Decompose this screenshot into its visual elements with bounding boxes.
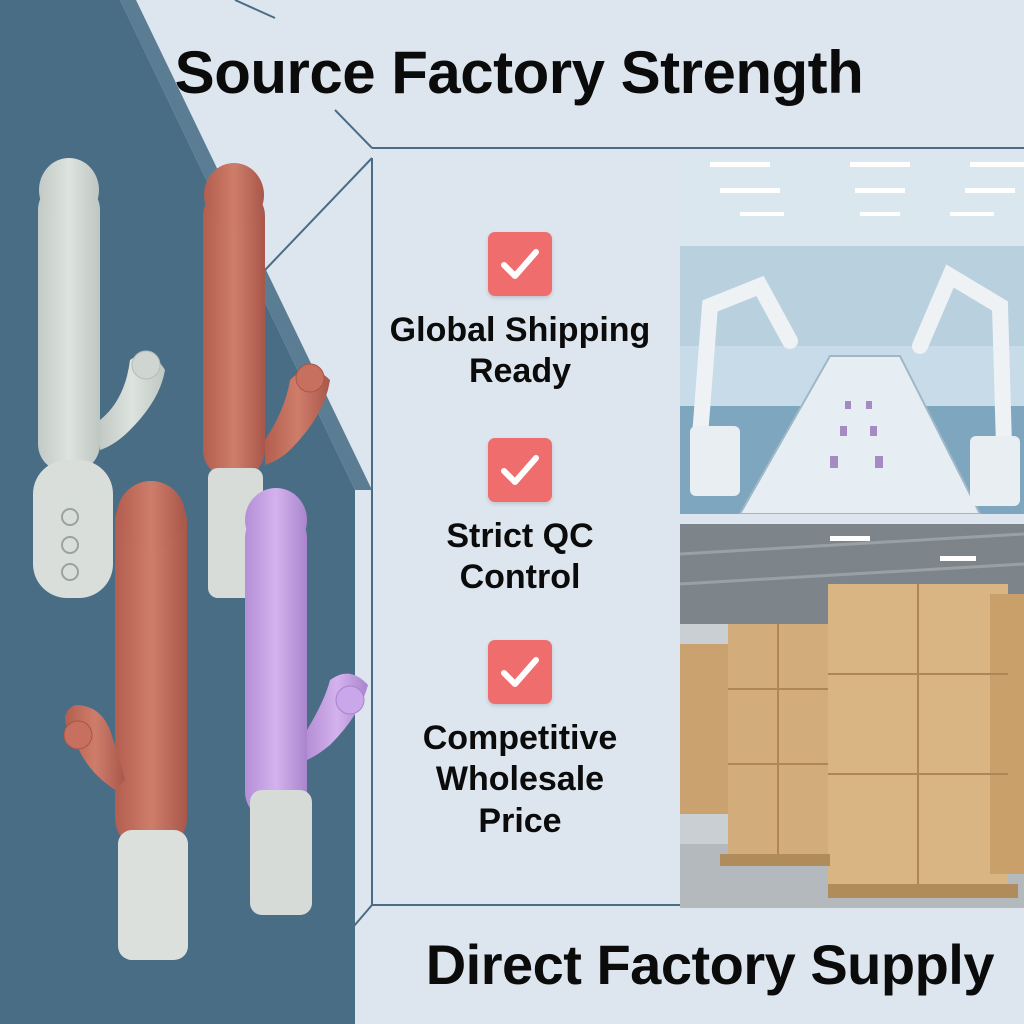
- checkmark-icon: [488, 438, 552, 502]
- product-terracotta-upper: [203, 163, 330, 598]
- headline-bottom: Direct Factory Supply: [425, 933, 995, 996]
- product-gray: [33, 158, 165, 598]
- product-terracotta-lower: [63, 481, 188, 960]
- checkmark-icon: [488, 232, 552, 296]
- robotic-assembly-line-photo: [680, 156, 1024, 514]
- warehouse-boxes-photo: [680, 524, 1024, 908]
- feature-label: Competitive Wholesale Price: [422, 719, 618, 840]
- checkmark-icon: [488, 640, 552, 704]
- feature-competitive-price: Competitive Wholesale Price: [370, 640, 670, 842]
- headline-top: Source Factory Strength: [174, 39, 864, 106]
- feature-label: Global Shipping Ready: [389, 311, 651, 391]
- feature-strict-qc: Strict QC Control: [370, 438, 670, 599]
- product-lineup-illustration: [33, 158, 368, 960]
- product-lavender: [245, 488, 368, 915]
- feature-label: Strict QC Control: [446, 517, 594, 597]
- feature-global-shipping: Global Shipping Ready: [370, 232, 670, 393]
